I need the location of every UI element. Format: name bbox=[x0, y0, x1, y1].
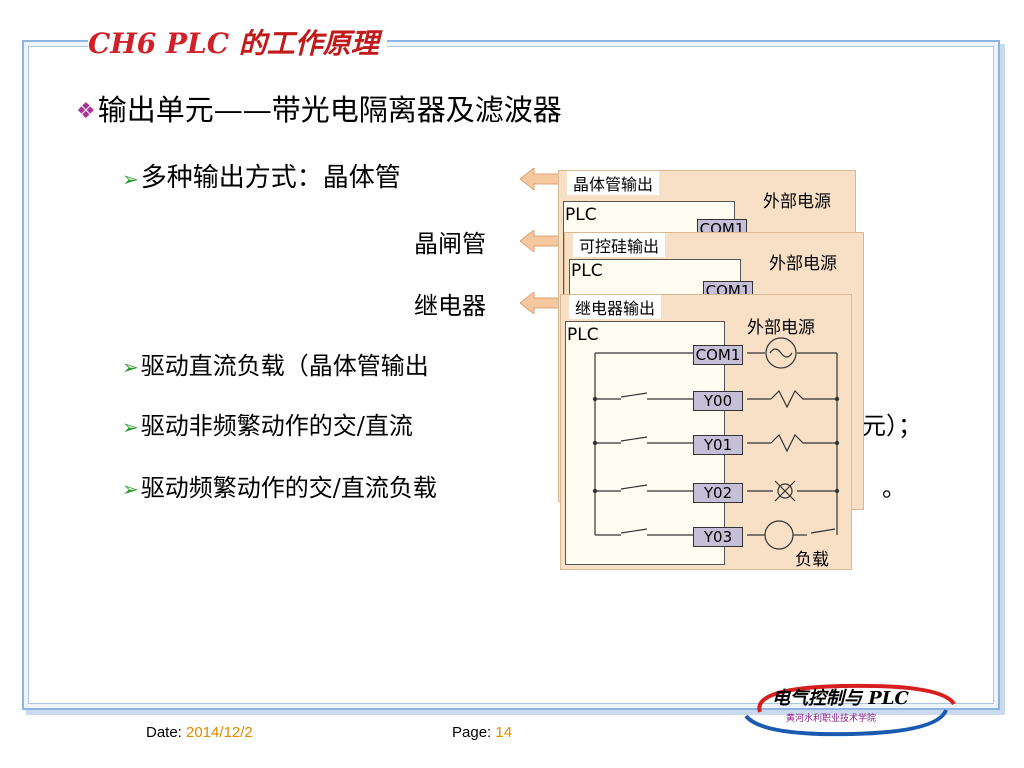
arrow-left-icon bbox=[520, 168, 570, 190]
frame-shadow-right bbox=[1000, 44, 1005, 714]
bullet-frequent-tail: 。 bbox=[882, 474, 906, 502]
bullet-infrequent-tail: 元）； bbox=[862, 412, 922, 440]
relay-wiring-diagram bbox=[592, 337, 840, 550]
course-logo bbox=[744, 683, 956, 737]
frame-shadow-bottom bbox=[26, 710, 1005, 715]
output-type-thyristor: 晶闸管 bbox=[414, 230, 486, 258]
footer-page: Page: 14 bbox=[452, 724, 512, 741]
title-prefix: CH6 PLC bbox=[88, 27, 229, 60]
main-bullet-text: 输出单元——带光电隔离器及滤波器 bbox=[97, 93, 562, 127]
bullet-dc-load: ➢驱动直流负载（晶体管输出 bbox=[122, 350, 429, 383]
panel-header: 继电器输出 bbox=[569, 295, 662, 319]
date-label: Date: bbox=[146, 724, 182, 741]
panel-header: 可控硅输出 bbox=[573, 233, 666, 257]
arrow-left-icon bbox=[520, 292, 570, 314]
slide-title: CH6 PLC 的工作原理 bbox=[88, 24, 387, 64]
terminal-y02: Y02 bbox=[693, 483, 743, 503]
arrow-bullet-icon: ➢ bbox=[122, 477, 139, 501]
terminal-y00: Y00 bbox=[693, 391, 743, 411]
external-power-label: 外部电源 bbox=[769, 254, 837, 274]
date-value: 2014/12/2 bbox=[186, 724, 253, 741]
bullet-infrequent-text: 驱动非频繁动作的交/直流 bbox=[140, 412, 413, 440]
diamond-bullet-icon: ❖ bbox=[76, 99, 96, 124]
page-label: Page: bbox=[452, 724, 492, 741]
page-value: 14 bbox=[495, 724, 513, 741]
plc-label: PLC bbox=[565, 205, 597, 225]
panel-relay-output: 继电器输出 外部电源 PLC COM1 Y0 bbox=[560, 294, 852, 570]
bullet-dc-load-text: 驱动直流负载（晶体管输出 bbox=[140, 352, 429, 380]
plc-label: PLC bbox=[571, 261, 603, 281]
logo-text: 电气控制与 PLC bbox=[772, 688, 909, 709]
load-label: 负载 bbox=[795, 550, 829, 570]
outputs-lead-text: 多种输出方式： bbox=[140, 163, 323, 193]
external-power-label: 外部电源 bbox=[763, 192, 831, 212]
output-type-relay: 继电器 bbox=[414, 292, 486, 320]
bullet-frequent-text: 驱动频繁动作的交/直流负载 bbox=[140, 474, 437, 502]
arrow-bullet-icon: ➢ bbox=[122, 167, 139, 191]
panel-header: 晶体管输出 bbox=[567, 171, 660, 195]
title-chinese: 的工作原理 bbox=[238, 27, 379, 60]
bullet-frequent: ➢驱动频繁动作的交/直流负载 bbox=[122, 472, 437, 505]
terminal-y01: Y01 bbox=[693, 435, 743, 455]
arrow-bullet-icon: ➢ bbox=[122, 355, 139, 379]
outputs-bullet: ➢多种输出方式：晶体管 bbox=[122, 162, 401, 195]
footer-date: Date: 2014/12/2 bbox=[146, 724, 253, 741]
external-power-label: 外部电源 bbox=[747, 318, 815, 338]
arrow-bullet-icon: ➢ bbox=[122, 415, 139, 439]
output-type-transistor: 晶体管 bbox=[322, 163, 401, 193]
logo-subtitle: 黄河水利职业技术学院 bbox=[786, 714, 877, 724]
terminal-y03: Y03 bbox=[693, 527, 743, 547]
main-bullet: ❖输出单元——带光电隔离器及滤波器 bbox=[76, 92, 562, 130]
bullet-infrequent: ➢驱动非频繁动作的交/直流 bbox=[122, 410, 413, 443]
terminal-com1: COM1 bbox=[693, 345, 743, 365]
arrow-left-icon bbox=[520, 230, 570, 252]
plc-label: PLC bbox=[567, 325, 599, 345]
